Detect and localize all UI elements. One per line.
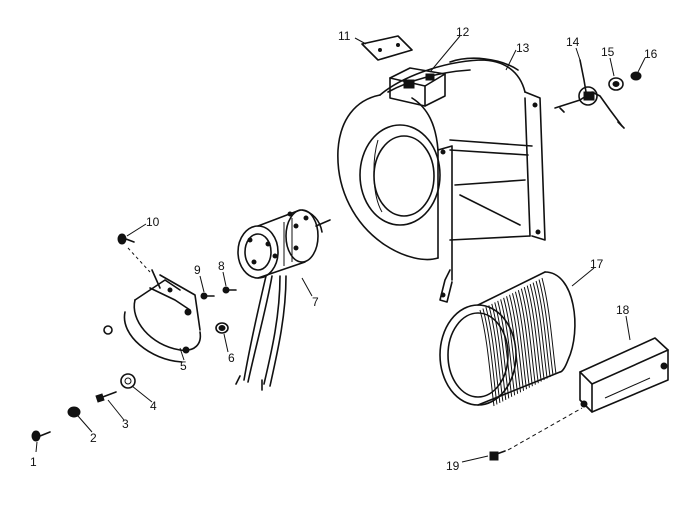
callout-5: 5: [180, 359, 187, 373]
callout-1: 1: [30, 455, 37, 469]
wheel-vane: [491, 303, 507, 400]
motor: [237, 209, 331, 279]
cover-plate: [361, 35, 413, 61]
bushing: [608, 77, 624, 91]
motor-leads: [235, 275, 287, 391]
callout-17: 17: [590, 257, 604, 271]
wheel-vane: [526, 285, 542, 382]
wheel-vane: [532, 282, 548, 379]
wheel-vane: [506, 296, 522, 393]
wheel-vane: [514, 291, 530, 388]
screw-10: [117, 233, 151, 273]
hardware-9: [200, 292, 215, 300]
nut-2: [67, 406, 81, 418]
wheel-vane: [517, 290, 533, 387]
wheel-vane: [497, 300, 513, 397]
callout-18: 18: [616, 303, 630, 317]
leader-lines: [35, 35, 646, 463]
motor-mount: [103, 269, 202, 363]
wheel-vane: [535, 280, 551, 378]
wheel-vane: [523, 287, 539, 384]
wheel-vane: [485, 306, 501, 404]
wheel-vane: [538, 279, 554, 376]
wheel-vane: [541, 277, 557, 375]
callout-7: 7: [312, 295, 319, 309]
callout-9: 9: [194, 263, 201, 277]
wheel-vane: [529, 283, 545, 381]
callout-labels: 1 2 3 4 5 6 7 8 9 10 11 12 13 14 15 16 1…: [30, 25, 658, 473]
wheel-vane: [479, 309, 495, 407]
callout-16: 16: [644, 47, 658, 61]
screw-1: [31, 430, 51, 442]
nut: [630, 71, 642, 81]
cutoff-plate: [579, 337, 669, 413]
wheel-vane: [509, 294, 525, 391]
blower-housing: [337, 57, 546, 303]
wheel-vane: [500, 299, 516, 396]
cutoff-block: [389, 67, 446, 107]
bolt: [95, 391, 117, 403]
set-screw: [489, 407, 583, 461]
callout-4: 4: [150, 399, 157, 413]
wheel-vane: [503, 297, 519, 394]
callout-3: 3: [122, 417, 129, 431]
blower-wheel: [439, 271, 576, 407]
callout-15: 15: [601, 45, 615, 59]
callout-13: 13: [516, 41, 530, 55]
hub-arm-assembly: [554, 59, 625, 129]
washer: [120, 373, 136, 389]
callout-6: 6: [228, 351, 235, 365]
grommet: [215, 322, 229, 334]
callout-2: 2: [90, 431, 97, 445]
wheel-vane: [494, 302, 510, 399]
callout-14: 14: [566, 35, 580, 49]
wheel-vane: [511, 293, 527, 390]
callout-8: 8: [218, 259, 225, 273]
wheel-vane: [488, 305, 504, 402]
callout-12: 12: [456, 25, 470, 39]
wheel-vane: [482, 308, 498, 405]
callout-11: 11: [338, 29, 351, 43]
callout-10: 10: [146, 215, 160, 229]
wheel-vane: [520, 288, 536, 385]
hardware-8: [222, 286, 237, 294]
callout-19: 19: [446, 459, 460, 473]
